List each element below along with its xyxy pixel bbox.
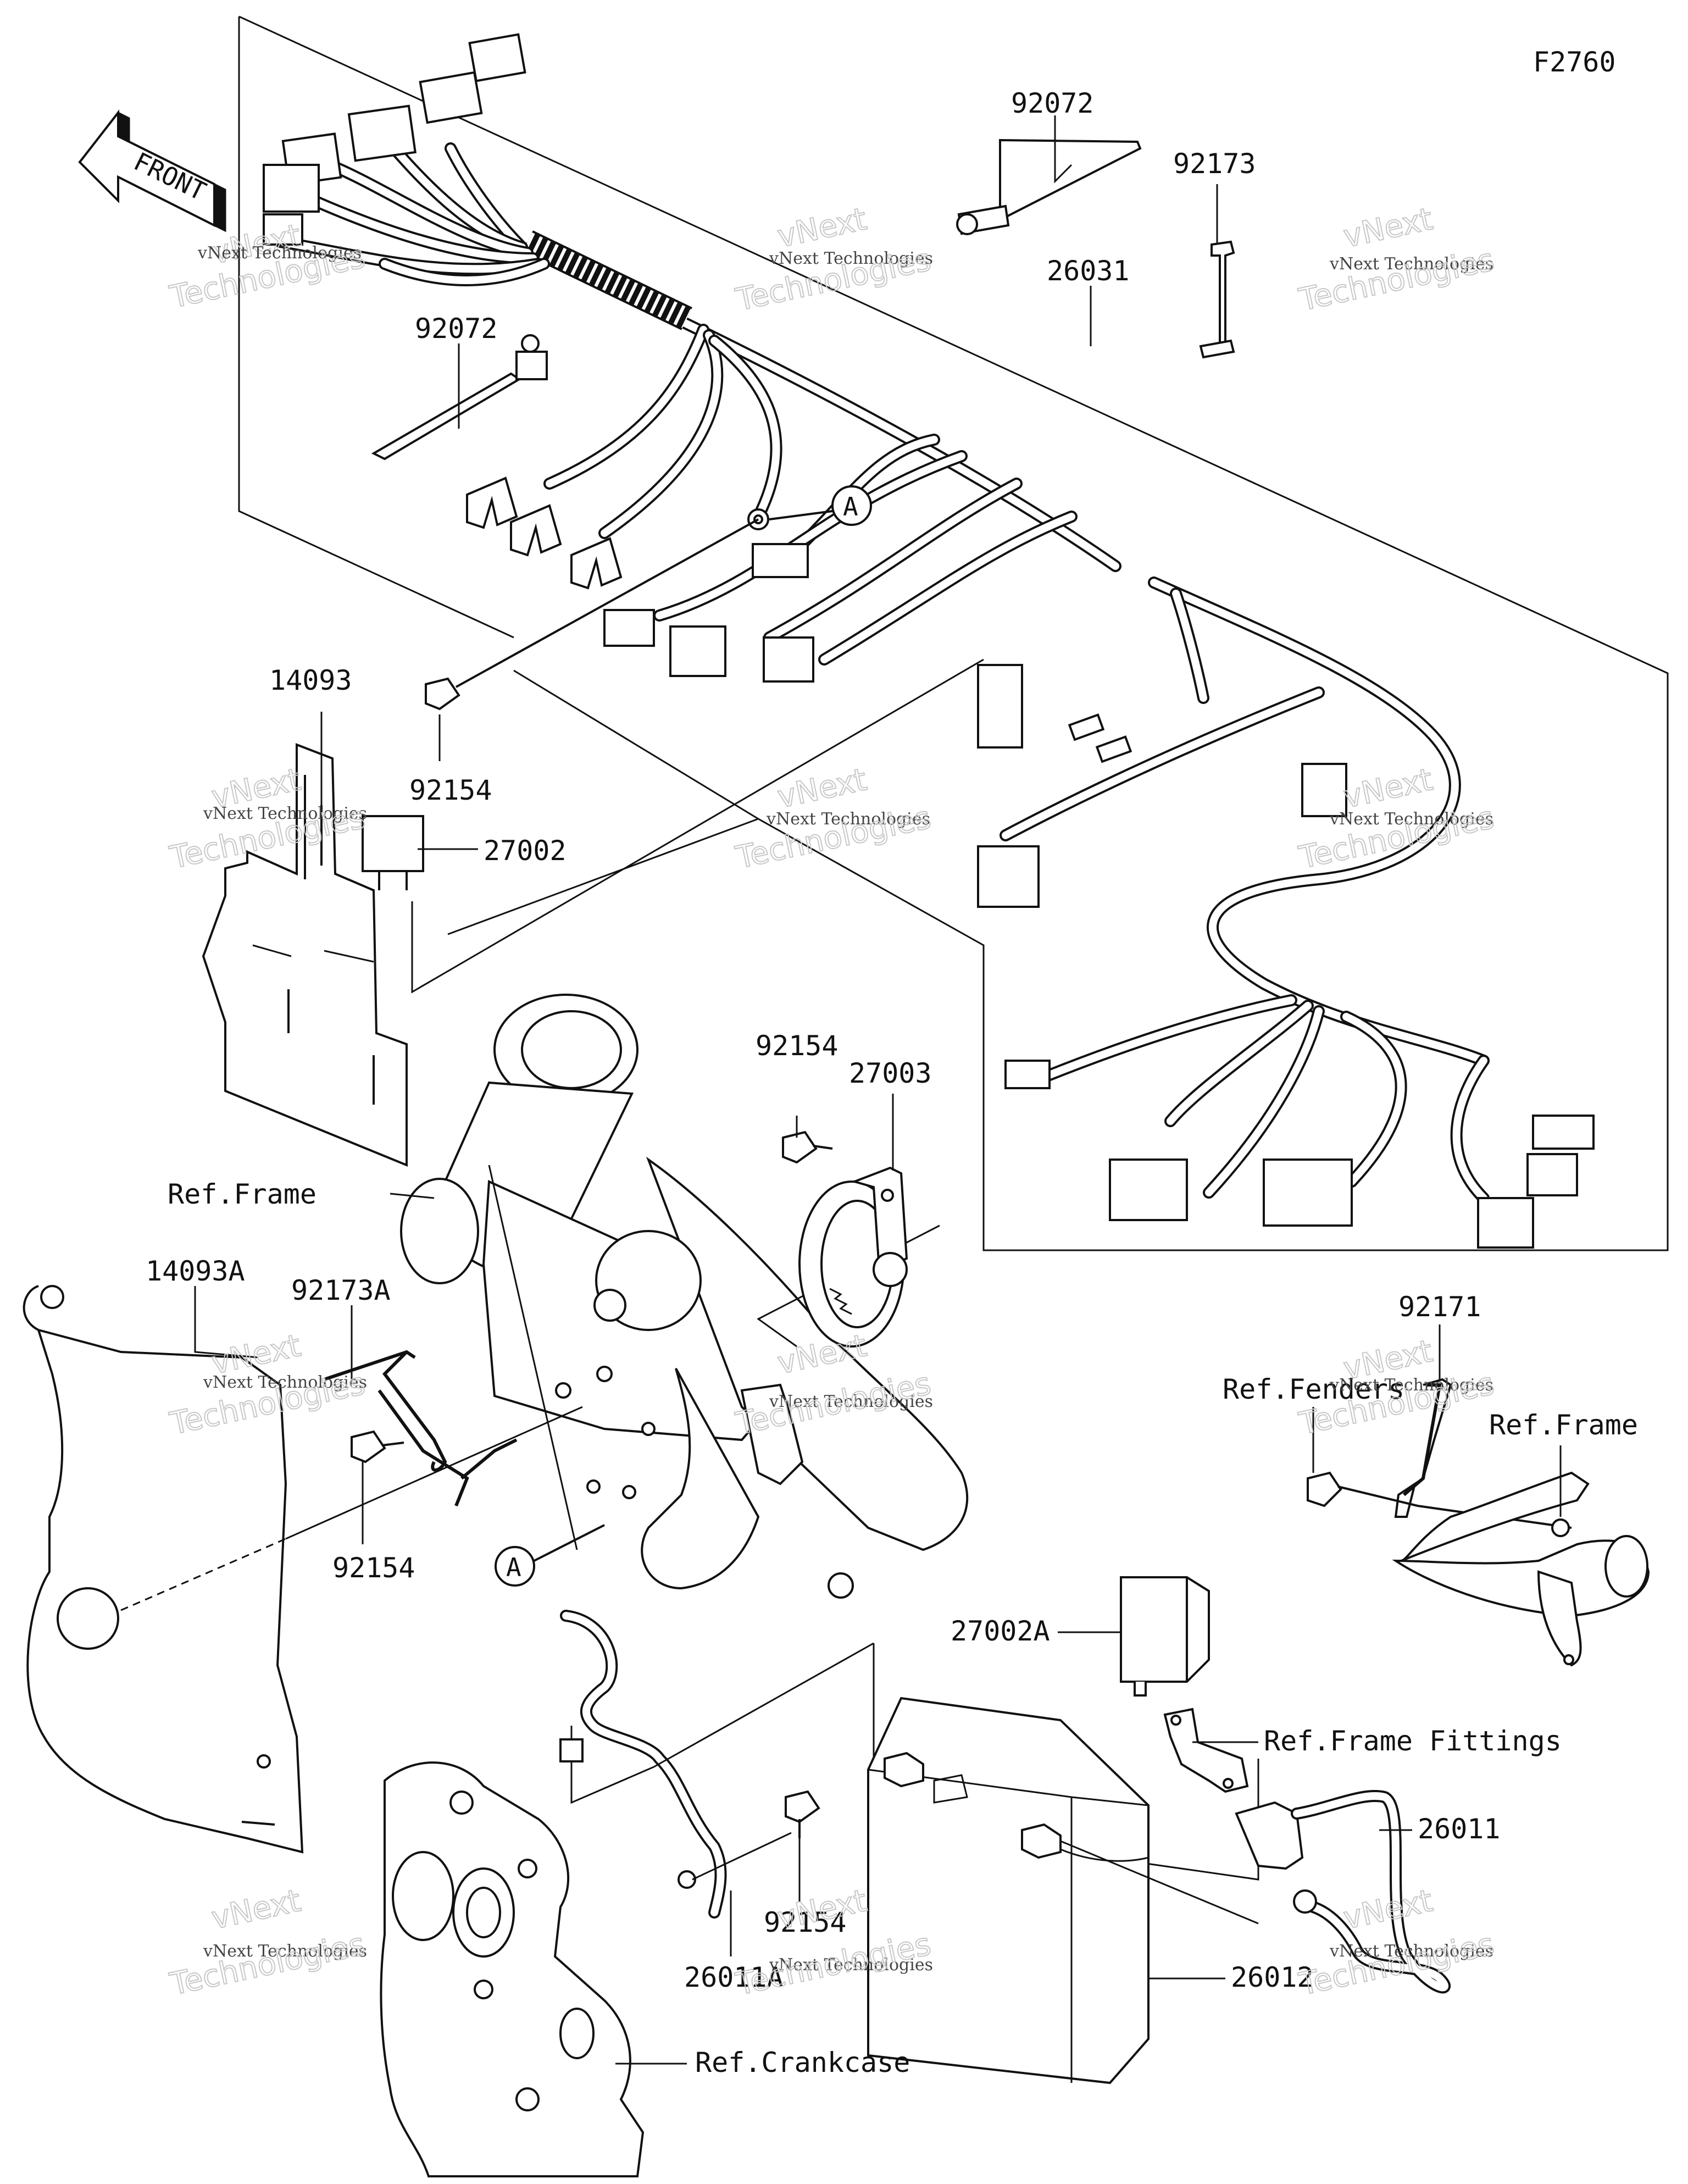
label-92072-top: 92072 xyxy=(1011,87,1094,119)
label-92072-left: 92072 xyxy=(415,313,498,345)
relay-27002-inset xyxy=(362,658,984,994)
relay-27002A xyxy=(1120,1576,1249,1793)
bracket-14093A xyxy=(23,1285,583,1854)
label-92173A: 92173A xyxy=(291,1274,391,1306)
svg-text:vNext: vNext xyxy=(1340,762,1436,816)
watermark-3: vNext vNext Technologies Technologies xyxy=(1295,201,1497,319)
bolt-92154-b xyxy=(782,1130,833,1164)
svg-text:Technologies: Technologies xyxy=(1296,242,1497,318)
svg-text:vNext Technologies: vNext Technologies xyxy=(203,1942,367,1961)
crankcase xyxy=(380,1761,645,2177)
label-ref-frame-fittings: Ref.Frame Fittings xyxy=(1264,1725,1562,1757)
label-27003: 27003 xyxy=(849,1057,932,1089)
callout-a-bottom-label: A xyxy=(506,1553,521,1582)
clamp-92173 xyxy=(1199,240,1235,359)
band-tie-92072-left xyxy=(371,334,548,461)
watermark-12: vNext vNext Technologies Technologies xyxy=(1295,1882,1497,2003)
label-27002: 27002 xyxy=(484,835,567,867)
watermark-9: vNext vNext Technologies Technologies xyxy=(1295,1333,1497,1443)
svg-text:Technologies: Technologies xyxy=(166,1926,368,2003)
svg-text:vNext Technologies: vNext Technologies xyxy=(769,1955,933,1975)
callout-a-top-label: A xyxy=(843,492,858,522)
main-wiring-harness xyxy=(263,33,1595,1249)
battery-26012 xyxy=(867,1643,1259,2085)
svg-text:vNext Technologies: vNext Technologies xyxy=(1329,1376,1493,1395)
svg-text:vNext Technologies: vNext Technologies xyxy=(1329,810,1493,829)
frame-fitting-right xyxy=(1392,1471,1650,1667)
label-92171: 92171 xyxy=(1398,1291,1481,1323)
bolt-92154-c xyxy=(351,1430,404,1464)
bolt-92154-a xyxy=(425,518,759,711)
watermark-10: vNext vNext Technologies Technologies xyxy=(166,1882,368,2003)
watermark-2: vNext vNext Technologies Technologies xyxy=(732,201,934,319)
cable-26011 xyxy=(1235,1790,1451,1994)
svg-text:vNext Technologies: vNext Technologies xyxy=(1329,1942,1493,1961)
part-labels: 92072 92173 26031 92072 14093 92154 2700… xyxy=(146,87,1638,2078)
front-arrow-icon: FRONT xyxy=(78,109,226,232)
svg-text:vNext: vNext xyxy=(774,201,870,255)
frame-steering-head xyxy=(400,994,969,1599)
label-14093A: 14093A xyxy=(146,1255,245,1287)
svg-text:vNext Technologies: vNext Technologies xyxy=(1329,254,1493,274)
band-tie-92072-top xyxy=(956,138,1142,235)
label-ref-crankcase: Ref.Crankcase xyxy=(695,2047,910,2078)
clamp-92171 xyxy=(1394,1378,1452,1518)
svg-text:vNext Technologies: vNext Technologies xyxy=(203,804,367,823)
svg-text:vNext Technologies: vNext Technologies xyxy=(769,1392,933,1411)
label-ref-frame-1: Ref.Frame xyxy=(168,1178,316,1210)
callout-a-top: A xyxy=(769,485,872,526)
svg-text:vNext Technologies: vNext Technologies xyxy=(197,243,362,263)
callout-a-bottom: A xyxy=(495,1524,605,1587)
label-26012: 26012 xyxy=(1231,1961,1314,1993)
svg-text:vNext: vNext xyxy=(774,762,870,816)
label-26031: 26031 xyxy=(1047,255,1130,287)
label-92154-b: 92154 xyxy=(756,1030,839,1062)
label-ref-fenders: Ref.Fenders xyxy=(1223,1373,1404,1405)
svg-text:vNext Technologies: vNext Technologies xyxy=(766,810,930,829)
figure-code: F2760 xyxy=(1533,46,1616,78)
svg-text:vNext Technologies: vNext Technologies xyxy=(203,1373,367,1392)
label-92154-a: 92154 xyxy=(409,774,492,806)
svg-text:vNext: vNext xyxy=(1340,1883,1436,1937)
label-26011: 26011 xyxy=(1418,1813,1501,1845)
svg-text:vNext: vNext xyxy=(1340,201,1436,255)
watermark-5: vNext vNext Technologies Technologies xyxy=(732,761,934,877)
leader-lines xyxy=(194,115,1562,2065)
label-92154-d: 92154 xyxy=(764,1906,847,1938)
harness-boundary xyxy=(238,15,1669,1251)
label-ref-frame-2: Ref.Frame xyxy=(1489,1409,1638,1441)
svg-text:vNext Technologies: vNext Technologies xyxy=(769,249,933,268)
horn-27003 xyxy=(757,1166,940,1348)
label-92173: 92173 xyxy=(1173,148,1256,180)
label-92154-c: 92154 xyxy=(332,1552,415,1584)
svg-text:vNext: vNext xyxy=(208,1883,304,1937)
label-26011A: 26011A xyxy=(684,1961,784,1993)
watermark-1: vNext vNext Technologies Technologies xyxy=(166,217,368,316)
label-14093: 14093 xyxy=(269,664,352,696)
label-27002A: 27002A xyxy=(951,1615,1050,1647)
watermark-4: vNext vNext Technologies Technologies xyxy=(166,761,368,877)
cable-26011A xyxy=(559,1610,874,1919)
